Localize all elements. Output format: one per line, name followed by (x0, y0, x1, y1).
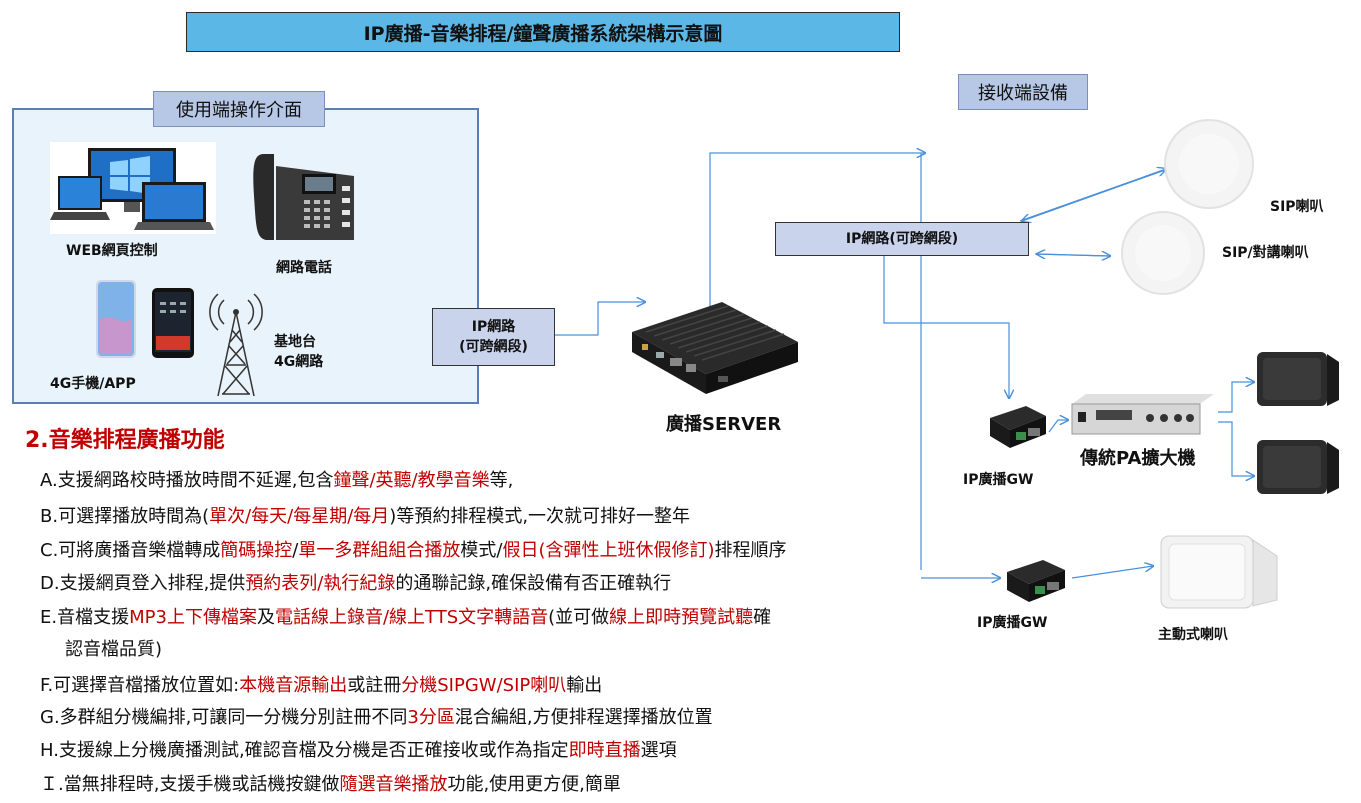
ip-phone-label: 網路電話 (276, 260, 332, 276)
gateway-box-icon-2 (1003, 556, 1069, 604)
web-control-label: WEB網頁控制 (66, 243, 158, 259)
feature-e-text-2: 及 (256, 607, 275, 628)
diagram-title: IP廣播-音樂排程/鐘聲廣播系統架構示意圖 (186, 12, 900, 52)
feature-f-text-1: F.可選擇音檔播放位置如: (40, 675, 240, 696)
feature-f-highlight-2: 分機SIPGW/SIP喇叭 (401, 675, 567, 696)
feature-e-highlight-1: MP3上下傳檔案 (129, 607, 257, 628)
sip-intercom-label: SIP/對講喇叭 (1222, 245, 1309, 261)
smartphone-icon (96, 280, 196, 360)
ip-network-box-left: IP網路 (可跨網段) (432, 308, 555, 366)
pa-amplifier-label: 傳統PA擴大機 (1080, 448, 1196, 469)
ip-network-left-line2: (可跨網段) (459, 339, 528, 355)
feature-h: H.支援線上分機廣播測試,確認音檔及分機是否正確接收或作為指定即時直播選項 (40, 739, 677, 763)
feature-g-text-1: G.多群組分機編排,可讓同一分機分別註冊不同 (40, 707, 408, 728)
feature-h-text-1: H.支援線上分機廣播測試,確認音檔及分機是否正確接收或作為指定 (40, 740, 569, 761)
feature-e-text-4: 確 (753, 607, 772, 628)
feature-c-highlight-2: 單一多群組組合播放 (298, 540, 461, 561)
sip-speaker-label: SIP喇叭 (1270, 199, 1324, 215)
feature-f-text-2: 或註冊 (347, 675, 402, 696)
feature-g-text-2: 混合編組,方便排程選擇播放位置 (454, 707, 713, 728)
feature-c-highlight-1: 簡碼操控 (220, 540, 293, 561)
feature-c-highlight-3: 假日(含彈性上班休假修訂) (502, 540, 715, 561)
feature-i: Ｉ.當無排程時,支援手機或話機按鍵做隨選音樂播放功能,使用更方便,簡單 (40, 773, 621, 797)
user-interface-panel-label: 使用端操作介面 (153, 91, 325, 127)
broadcast-server-label: 廣播SERVER (666, 414, 782, 435)
feature-d: D.支援網頁登入排程,提供預約表列/執行紀錄的通聯記錄,確保設備有否正確執行 (40, 572, 671, 596)
feature-f: F.可選擇音檔播放位置如:本機音源輸出或註冊分機SIPGW/SIP喇叭輸出 (40, 674, 602, 698)
feature-i-text-2: 功能,使用更方便,簡單 (447, 774, 621, 795)
wall-speaker-icon-1 (1255, 348, 1343, 410)
feature-a: A.支援網路校時播放時間不延遲,包含鐘聲/英聽/教學音樂等, (40, 469, 513, 493)
ip-network-box-right: IP網路(可跨網段) (775, 222, 1029, 256)
wall-speaker-icon-2 (1255, 436, 1343, 498)
feature-i-text-1: Ｉ.當無排程時,支援手機或話機按鍵做 (40, 774, 340, 795)
feature-a-text-2: 等, (489, 470, 514, 491)
cell-tower-icon (208, 290, 264, 398)
feature-b-text-1: B.可選擇播放時間為( (40, 506, 210, 527)
active-speaker-label: 主動式喇叭 (1158, 627, 1228, 643)
ceiling-speaker-icon (1163, 118, 1255, 210)
feature-c-text-2: / (292, 540, 299, 561)
feature-e-highlight-2: 電話線上錄音/線上TTS文字轉語音 (274, 607, 549, 628)
base-station-label-line2: 4G網路 (274, 354, 324, 370)
mobile-app-label: 4G手機/APP (50, 376, 136, 392)
feature-f-text-3: 輸出 (566, 675, 603, 696)
active-speaker-icon (1155, 530, 1285, 612)
pa-amplifier-icon (1066, 390, 1216, 436)
feature-i-highlight: 隨選音樂播放 (339, 774, 448, 795)
feature-g-highlight: 3分區 (407, 707, 455, 728)
gateway-box-icon (986, 402, 1048, 450)
features-title: 2.音樂排程廣播功能 (25, 428, 225, 453)
feature-g: G.多群組分機編排,可讓同一分機分別註冊不同3分區混合編組,方便排程選擇播放位置 (40, 706, 713, 730)
ip-gateway-label-2: IP廣播GW (977, 615, 1048, 631)
feature-a-text-1: A.支援網路校時播放時間不延遲,包含 (40, 470, 334, 491)
feature-e-text-3: (並可做 (548, 607, 610, 628)
feature-c-text-4: 排程順序 (714, 540, 787, 561)
base-station-label: 基地台 4G網路 (274, 332, 323, 372)
base-station-label-line1: 基地台 (274, 334, 316, 350)
feature-c: C.可將廣播音樂檔轉成簡碼操控/單一多群組組合播放模式/假日(含彈性上班休假修訂… (40, 539, 787, 563)
feature-b: B.可選擇播放時間為(單次/每天/每星期/每月)等預約排程模式,一次就可排好一整… (40, 505, 690, 529)
feature-e-text-1: E.音檔支援 (40, 607, 130, 628)
feature-f-highlight-1: 本機音源輸出 (239, 675, 348, 696)
mini-pc-server-icon (622, 298, 800, 398)
feature-h-text-2: 選項 (640, 740, 677, 761)
feature-a-highlight: 鐘聲/英聽/教學音樂 (333, 470, 490, 491)
computer-monitors-icon (50, 142, 216, 234)
ip-network-left-line1: IP網路 (471, 319, 516, 335)
ip-gateway-label-1: IP廣播GW (963, 472, 1034, 488)
feature-h-highlight: 即時直播 (568, 740, 641, 761)
feature-e-continued: 認音檔品質) (65, 639, 163, 660)
feature-d-text-2: 的通聯記錄,確保設備有否正確執行 (395, 573, 672, 594)
feature-e-highlight-3: 線上即時預覽試聽 (609, 607, 754, 628)
feature-c-text-3: 模式/ (460, 540, 503, 561)
feature-e: E.音檔支援MP3上下傳檔案及電話線上錄音/線上TTS文字轉語音(並可做線上即時… (40, 606, 771, 630)
feature-b-text-2: )等預約排程模式,一次就可排好一整年 (389, 506, 691, 527)
receiver-devices-label: 接收端設備 (958, 74, 1088, 110)
feature-d-text-1: D.支援網頁登入排程,提供 (40, 573, 246, 594)
feature-b-highlight: 單次/每天/每星期/每月 (209, 506, 390, 527)
feature-d-highlight: 預約表列/執行紀錄 (245, 573, 396, 594)
ip-phone-icon (250, 146, 360, 246)
feature-c-text-1: C.可將廣播音樂檔轉成 (40, 540, 221, 561)
sip-intercom-speaker-icon (1120, 210, 1206, 296)
